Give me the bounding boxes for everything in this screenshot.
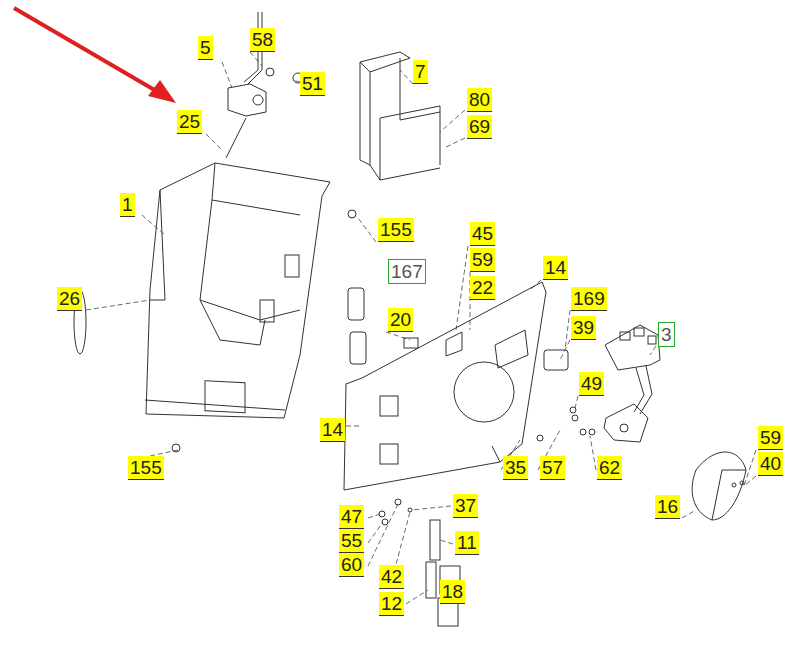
callout-number: 60 — [339, 553, 364, 577]
illustration — [74, 12, 746, 626]
callout-number: 14 — [543, 256, 568, 280]
callout-number: 47 — [339, 505, 364, 529]
callout-number: 155 — [128, 456, 164, 480]
callout-number: 11 — [455, 531, 479, 555]
callout-number: 39 — [571, 316, 596, 340]
callout-number: 26 — [57, 287, 82, 311]
callout-number: 62 — [597, 456, 622, 480]
callout-number: 155 — [378, 218, 414, 242]
callout-number: 59 — [758, 426, 783, 450]
callout-number: 22 — [470, 276, 495, 300]
callout-number: 80 — [467, 88, 492, 112]
callout-number: 16 — [655, 495, 680, 519]
callout-number: 49 — [579, 372, 604, 396]
callout-number: 18 — [440, 580, 465, 604]
callout-number: 14 — [320, 418, 345, 442]
callout-number: 59 — [470, 248, 495, 272]
callout-number: 12 — [379, 592, 404, 616]
callout-number: 5 — [198, 36, 213, 60]
callout-number: 169 — [571, 287, 607, 311]
callout-number: 40 — [758, 452, 783, 476]
callout-number: 167 — [388, 259, 426, 284]
callout-number: 3 — [658, 322, 675, 347]
callout-number: 1 — [120, 193, 135, 217]
callout-number: 37 — [453, 494, 478, 518]
callout-number: 55 — [339, 529, 364, 553]
callout-number: 45 — [470, 222, 495, 246]
callout-number: 57 — [540, 456, 565, 480]
pointer-arrow — [14, 8, 176, 103]
callout-number: 20 — [388, 308, 413, 332]
callout-number: 58 — [250, 28, 275, 52]
callout-number: 69 — [467, 115, 492, 139]
callout-number: 7 — [413, 60, 428, 84]
callout-number: 51 — [300, 72, 325, 96]
leader-lines — [86, 52, 756, 604]
callout-number: 42 — [379, 565, 404, 589]
callout-number: 35 — [503, 456, 528, 480]
callout-number: 25 — [177, 110, 202, 134]
